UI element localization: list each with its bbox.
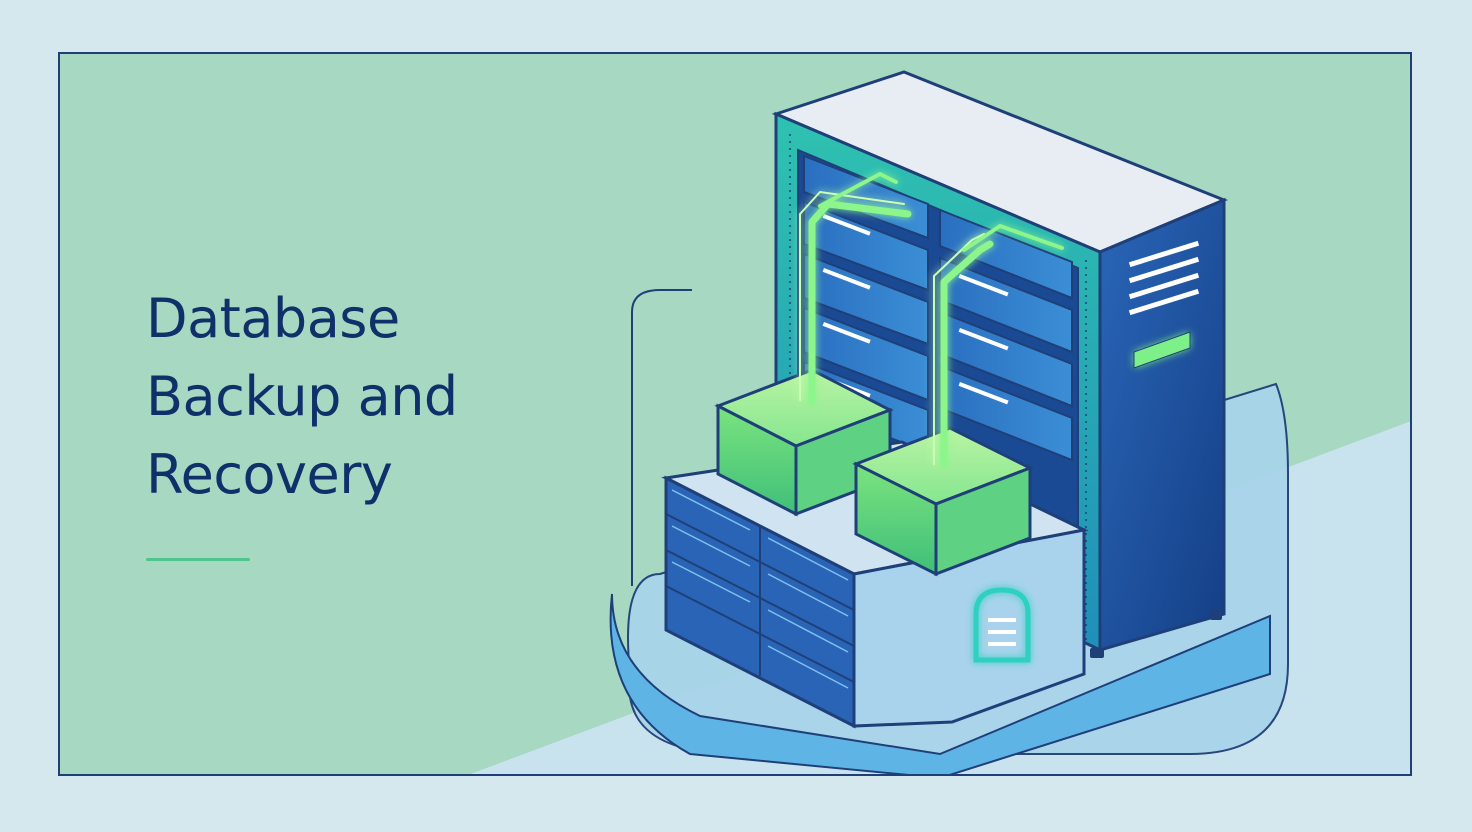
server-illustration (609, 70, 1289, 774)
server-units-right (939, 208, 1073, 462)
banner-frame: Database Backup and Recovery (58, 52, 1412, 776)
backup-data-pipes (799, 172, 1064, 468)
title-line-2: Backup and (146, 365, 458, 428)
rack-feet (1090, 610, 1222, 658)
accent-rule (146, 558, 250, 561)
title-line-1: Database (146, 287, 400, 350)
page-title: Database Backup and Recovery (146, 280, 458, 514)
backup-box-icon (714, 368, 1034, 577)
title-line-3: Recovery (146, 443, 393, 506)
lock-shield-icon (973, 587, 1031, 663)
